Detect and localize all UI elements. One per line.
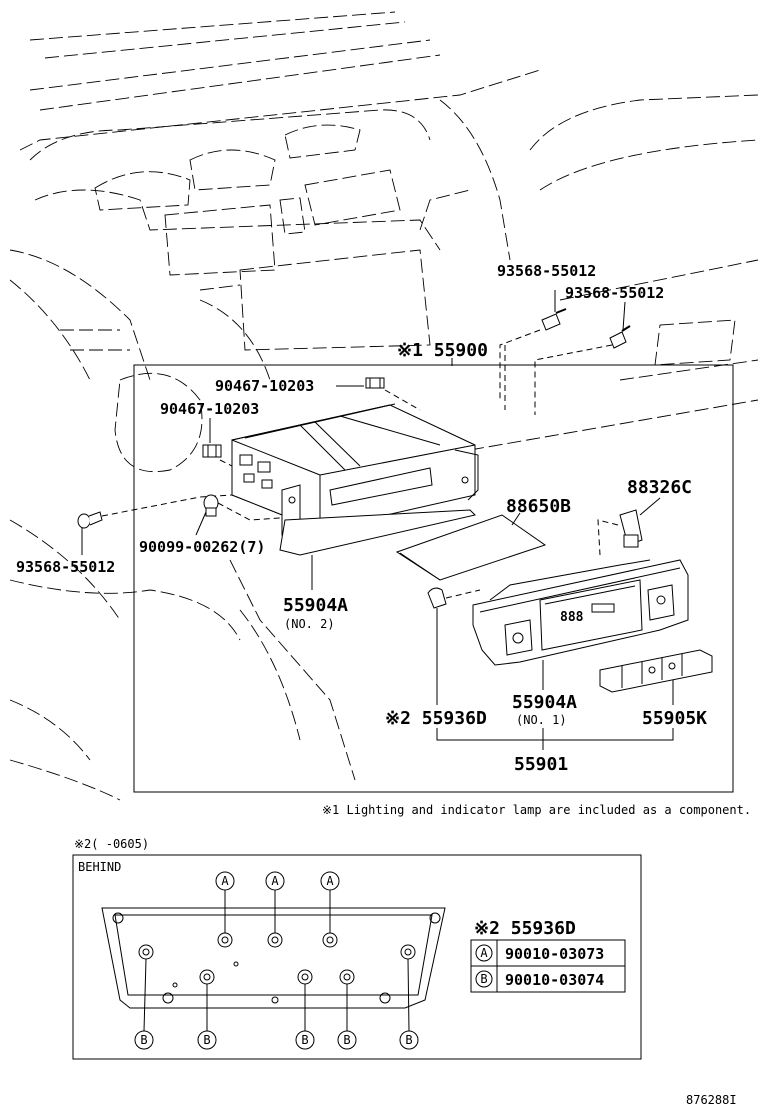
bulb-55936d [427, 587, 447, 609]
row-b-part: 90010-03074 [505, 971, 604, 989]
label-55905k: 55905K [642, 708, 707, 729]
detail-behind: BEHIND [78, 860, 121, 874]
label-55900: ※1 55900 [397, 340, 488, 361]
assembly-frame [133, 364, 734, 793]
lens-88650b [395, 514, 547, 581]
svg-text:B: B [140, 1033, 147, 1047]
label-93568-a: 93568-55012 [497, 262, 596, 280]
detail-table: A 90010-03073 B 90010-03074 [470, 939, 626, 993]
label-no1: (NO. 1) [516, 713, 567, 727]
label-no2: (NO. 2) [284, 617, 335, 631]
label-88650b: 88650B [506, 496, 571, 517]
leader-88650b [511, 512, 521, 526]
svg-text:B: B [343, 1033, 350, 1047]
label-55936d: ※2 55936D [385, 708, 487, 729]
detail-part-label: ※2 55936D [474, 918, 576, 939]
callout-b: B B B B B [134, 958, 419, 1050]
clip-90467-left [202, 444, 222, 458]
panel-rear-view [101, 907, 446, 1009]
switch-55905k [599, 649, 713, 693]
dash-screw-a [499, 329, 541, 400]
label-90467-a: 90467-10203 [215, 377, 314, 395]
screw-93568-top-right [609, 325, 631, 349]
screw-93568-top-left [541, 308, 567, 331]
leader-93568-b [622, 301, 626, 331]
dashboard-outline [9, 11, 759, 801]
row-b-key: B [480, 972, 487, 986]
label-88326c: 88326C [627, 477, 692, 498]
row-a-part: 90010-03073 [505, 945, 604, 963]
clip-90467-top [365, 377, 385, 389]
label-55904a-no2: 55904A [283, 595, 348, 616]
label-55904a-no1: 55904A [512, 692, 577, 713]
socket-b [138, 944, 416, 985]
detail-frame [72, 854, 642, 1060]
label-93568-b: 93568-55012 [565, 284, 664, 302]
bracket-55904a-no2 [231, 403, 479, 556]
note-2: ※2( -0605) [74, 837, 149, 851]
leader-88326c [639, 497, 661, 516]
label-93568-c: 93568-55012 [16, 558, 115, 576]
label-90467-b: 90467-10203 [160, 400, 259, 418]
row-a-key: A [480, 946, 488, 960]
figure-id: 876288I [686, 1093, 737, 1107]
svg-text:B: B [405, 1033, 412, 1047]
label-90099: 90099-00262(7) [139, 538, 265, 556]
label-55901: 55901 [514, 754, 568, 775]
display-digits: 888 [560, 610, 584, 625]
note-1: ※1 Lighting and indicator lamp are inclu… [322, 803, 751, 817]
dash-clip-top [384, 389, 421, 411]
dash-clip-left [219, 459, 241, 471]
svg-text:B: B [301, 1033, 308, 1047]
dash-bulb [445, 589, 481, 599]
screw-93568-left [77, 511, 103, 529]
callout-a: A A A [215, 871, 340, 933]
dash-lamp [597, 519, 619, 556]
svg-text:A: A [271, 874, 279, 888]
control-panel-55904a-no1: 888 [472, 559, 689, 666]
table-row: B 90010-03074 [475, 970, 604, 989]
svg-text:A: A [221, 874, 229, 888]
dash-screw-b [534, 344, 613, 415]
dash-bolt [217, 502, 281, 521]
lamp-88326c [619, 509, 643, 548]
leader-90099 [195, 511, 207, 536]
group-bracket-55901 [436, 728, 674, 741]
table-row: A 90010-03073 [475, 944, 604, 963]
svg-text:A: A [326, 874, 334, 888]
svg-text:B: B [203, 1033, 210, 1047]
